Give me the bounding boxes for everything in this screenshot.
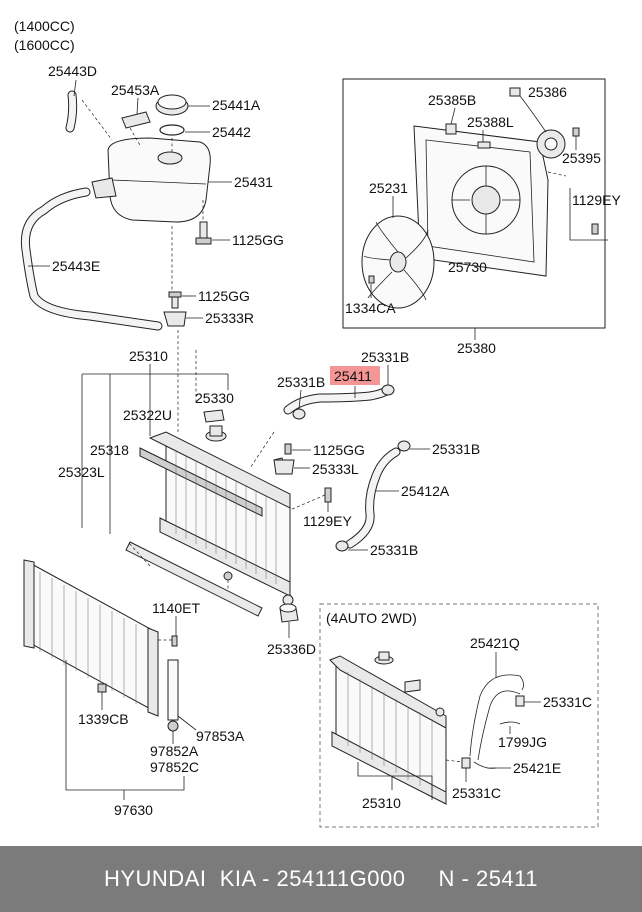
label-25386[interactable]: 25386 xyxy=(528,84,567,100)
label-1334ca[interactable]: 1334CA xyxy=(345,300,396,316)
label-25323l[interactable]: 25323L xyxy=(58,464,105,480)
label-25310-main[interactable]: 25310 xyxy=(129,348,168,364)
engine-variant-1600cc: (1600CC) xyxy=(14,37,75,53)
clamp-25331b-c xyxy=(397,440,411,452)
label-97853a[interactable]: 97853A xyxy=(196,728,245,744)
label-25331c-a[interactable]: 25331C xyxy=(543,694,592,710)
auto-2wd-box xyxy=(319,603,599,828)
bracket-25333r xyxy=(163,311,187,327)
reservoir-tank xyxy=(107,137,211,223)
parts-diagram: (1400CC) (1600CC) 25443D 25453A 25441A 2… xyxy=(14,18,621,828)
label-97852a[interactable]: 97852A xyxy=(150,743,199,759)
cap-25330 xyxy=(203,409,225,423)
label-25330[interactable]: 25330 xyxy=(195,390,234,406)
label-25411[interactable]: 25411 xyxy=(334,368,372,384)
label-25331c-b[interactable]: 25331C xyxy=(452,785,501,801)
label-25336d[interactable]: 25336D xyxy=(267,641,316,657)
nut-1334ca xyxy=(368,275,375,284)
label-25443d[interactable]: 25443D xyxy=(48,63,97,79)
label-25412a[interactable]: 25412A xyxy=(401,483,450,499)
label-1140et[interactable]: 1140ET xyxy=(152,600,200,616)
clamp-25331b-a xyxy=(292,408,306,420)
label-25388l[interactable]: 25388L xyxy=(467,114,514,130)
clamp-25331b-d xyxy=(335,540,349,552)
receiver-drier xyxy=(167,659,179,721)
clip-1799jg xyxy=(499,721,521,725)
clamp-25331b-b xyxy=(381,384,395,396)
label-25331b-d[interactable]: 25331B xyxy=(370,542,418,558)
bracket-25388l xyxy=(477,141,491,149)
bolt-1125gg-b xyxy=(171,295,179,309)
footer-bar: HYUNDAI KIA - 254111G000 N - 25411 xyxy=(0,846,642,912)
label-97630[interactable]: 97630 xyxy=(114,802,153,818)
fan-shroud-box xyxy=(342,78,606,329)
clamp-25331c-a xyxy=(515,695,525,707)
label-97852c[interactable]: 97852C xyxy=(150,759,199,775)
radiator-main xyxy=(139,425,294,606)
label-25380[interactable]: 25380 xyxy=(457,340,496,356)
bolt-1125gg-a xyxy=(199,221,208,239)
cooler-line-25421q xyxy=(469,674,524,757)
label-1129ey-a[interactable]: 1129EY xyxy=(303,513,352,529)
label-1129ey-b[interactable]: 1129EY xyxy=(572,192,621,208)
bolt-1129ey-b xyxy=(591,223,599,235)
label-25322u[interactable]: 25322U xyxy=(123,407,172,423)
label-25331b-c[interactable]: 25331B xyxy=(432,441,480,457)
bracket-25333l xyxy=(273,459,295,475)
footer-part-number: HYUNDAI KIA - 254111G000 N - 25411 xyxy=(103,866,539,891)
label-25331b-a[interactable]: 25331B xyxy=(277,374,325,390)
connector-25385b xyxy=(445,123,457,135)
label-25421e[interactable]: 25421E xyxy=(513,760,561,776)
label-1125gg-c[interactable]: 1125GG xyxy=(313,442,365,458)
highlight-25411 xyxy=(330,366,380,385)
grommet-1339cb xyxy=(97,683,107,693)
condenser-97630 xyxy=(23,559,159,717)
label-25310-auto[interactable]: 25310 xyxy=(362,795,401,811)
label-plate-25453a xyxy=(121,111,151,129)
radiator-auto xyxy=(329,651,447,805)
bolt-1140et xyxy=(171,635,178,647)
label-25318[interactable]: 25318 xyxy=(90,442,129,458)
label-1799jg[interactable]: 1799JG xyxy=(498,734,547,750)
label-25395[interactable]: 25395 xyxy=(562,150,601,166)
label-25331b-b[interactable]: 25331B xyxy=(361,349,409,365)
bolt-1129ey-a xyxy=(324,487,332,503)
label-25333r[interactable]: 25333R xyxy=(205,310,254,326)
label-25231[interactable]: 25231 xyxy=(369,180,408,196)
auto-2wd-title: (4AUTO 2WD) xyxy=(326,610,417,626)
label-1125gg-a[interactable]: 1125GG xyxy=(232,232,284,248)
label-25730[interactable]: 25730 xyxy=(448,259,487,275)
clamp-25331c-b xyxy=(461,757,471,769)
screw-25395 xyxy=(572,127,580,137)
label-1125gg-b[interactable]: 1125GG xyxy=(198,288,250,304)
label-25443e[interactable]: 25443E xyxy=(52,258,100,274)
bolt-1125gg-c xyxy=(284,443,292,455)
label-1339cb[interactable]: 1339CB xyxy=(78,711,129,727)
label-25421q[interactable]: 25421Q xyxy=(470,635,520,651)
label-25441a[interactable]: 25441A xyxy=(212,97,261,113)
seal-strip xyxy=(125,541,263,617)
engine-variant-1400cc: (1400CC) xyxy=(14,18,75,34)
label-25385b[interactable]: 25385B xyxy=(428,92,476,108)
cooler-line-25421e xyxy=(473,761,497,769)
label-25453a[interactable]: 25453A xyxy=(111,82,160,98)
label-25442[interactable]: 25442 xyxy=(212,124,251,140)
o-ring-25442 xyxy=(159,124,185,136)
label-25431[interactable]: 25431 xyxy=(234,174,273,190)
label-25333l[interactable]: 25333L xyxy=(312,461,359,477)
